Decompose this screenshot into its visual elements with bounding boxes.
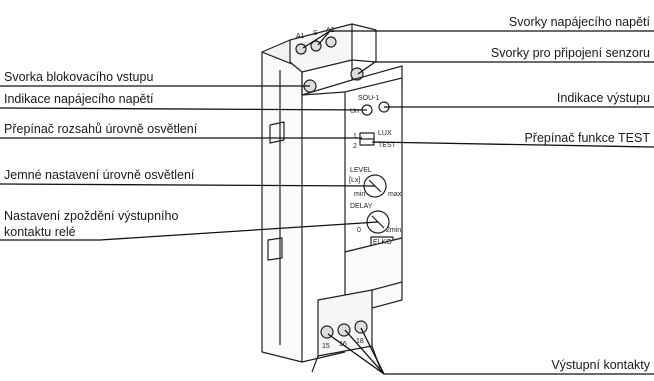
lower-housing — [344, 237, 403, 309]
range-test-text: TEST — [378, 142, 397, 149]
level-title: LEVEL — [350, 167, 372, 174]
label-delay-line2: kontaktu relé — [4, 225, 76, 239]
terminal-label-18: 18 — [356, 338, 364, 345]
terminal-label-15: 15 — [322, 343, 330, 350]
leader-supply-indication — [0, 107, 368, 111]
label-supply-indication: Indikace napájecího napětí — [4, 92, 154, 106]
delay-min: 0 — [357, 227, 361, 234]
brand-text: ELKO — [373, 239, 392, 246]
level-unit: [Lx] — [349, 177, 360, 184]
leader-test-switch — [371, 141, 654, 148]
label-supply-terminals: Svorky napájecího napětí — [508, 15, 650, 29]
label-range-switch: Přepínač rozsahů úrovně osvětlení — [4, 122, 198, 136]
label-output-contacts: Výstupní kontakty — [551, 358, 650, 372]
label-fine-level: Jemné nastavení úrovně osvětlení — [4, 168, 195, 182]
label-delay-line1: Nastavení zpoždění výstupního — [4, 209, 179, 223]
delay-title: DELAY — [350, 203, 373, 210]
range-option-2: 2 — [353, 143, 357, 150]
leader-lines — [0, 30, 654, 375]
sensor-screw — [350, 67, 364, 81]
terminal-label-s: S — [313, 30, 318, 37]
model-text: SOU-1 — [358, 95, 380, 102]
label-output-indication: Indikace výstupu — [556, 91, 650, 105]
label-blocking-input: Svorka blokovacího vstupu — [4, 70, 154, 84]
label-test-switch: Přepínač funkce TEST — [524, 131, 650, 145]
range-option-1: 1 — [353, 133, 357, 140]
delay-max: 2min — [386, 227, 401, 234]
range-lux-text: LUX — [378, 130, 392, 137]
level-max: max — [388, 191, 402, 198]
housing-back — [261, 51, 303, 363]
terminal-label-a1: A1 — [296, 33, 305, 40]
led-supply-text: Un — [350, 108, 359, 115]
leader-fine-level — [0, 183, 376, 187]
label-sensor-terminals: Svorky pro připojení senzoru — [490, 46, 650, 60]
level-min: min — [354, 191, 365, 198]
